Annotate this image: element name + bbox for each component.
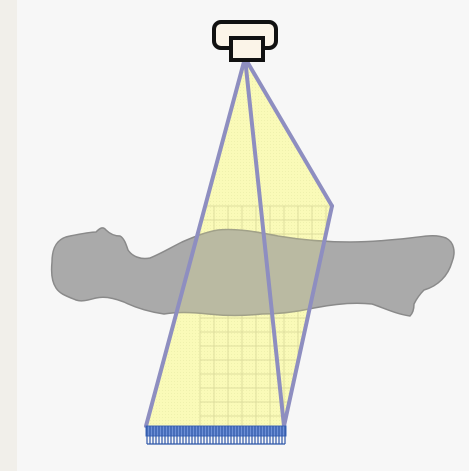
beam-body-overlap [146, 58, 332, 426]
detector-array [145, 425, 287, 445]
patient-silhouette [50, 227, 455, 317]
x-ray-source-icon [212, 20, 278, 62]
beam-outline [144, 56, 334, 428]
